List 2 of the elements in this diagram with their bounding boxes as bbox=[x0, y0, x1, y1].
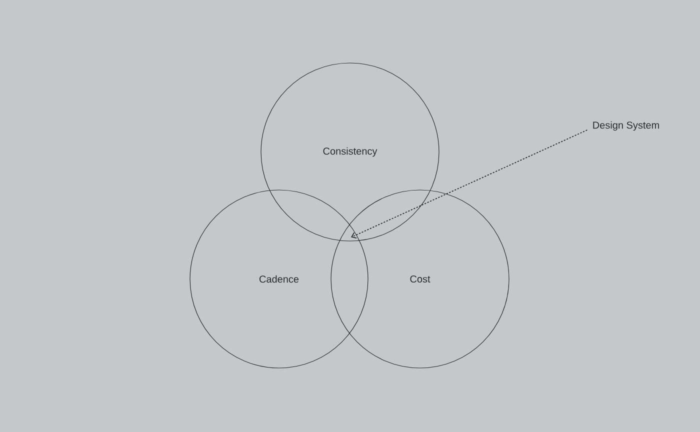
annotation-text: Design System bbox=[593, 121, 659, 131]
leader-arrow bbox=[351, 130, 588, 239]
